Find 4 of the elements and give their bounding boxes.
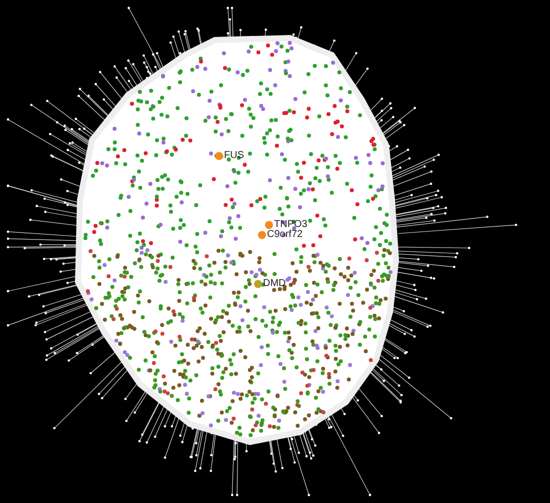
gene-label: C9orf72	[267, 229, 303, 240]
gene-label: DMD	[263, 278, 286, 289]
gene-label: TNPO3	[274, 219, 308, 230]
gene-label: FUS	[224, 150, 244, 161]
